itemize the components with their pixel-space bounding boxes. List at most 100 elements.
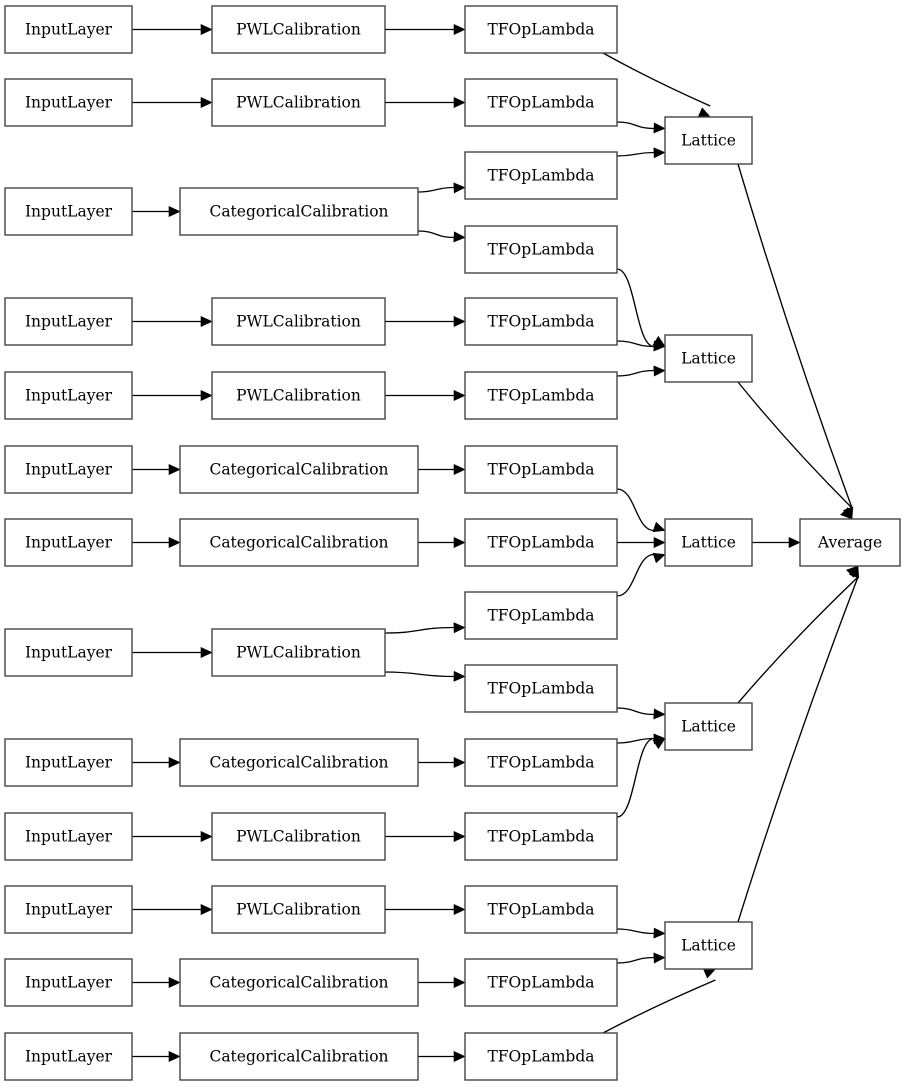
node-tfoplambda-op7[interactable]: TFOpLambda — [464, 445, 618, 494]
arrow-head-icon — [453, 977, 466, 988]
node-inputlayer-in13[interactable]: InputLayer — [4, 1032, 133, 1081]
node-inputlayer-in4[interactable]: InputLayer — [4, 297, 133, 346]
edge-cal4-to-op5 — [385, 316, 466, 327]
node-categoricalcalibration-cal6[interactable]: CategoricalCalibration — [179, 445, 419, 494]
node-pwlcalibration-cal1[interactable]: PWLCalibration — [211, 5, 386, 54]
node-pwlcalibration-cal11[interactable]: PWLCalibration — [211, 885, 386, 934]
edge-op3-to-lat1 — [616, 147, 666, 159]
node-box — [664, 921, 753, 970]
node-label: PWLCalibration — [236, 313, 361, 331]
edge-cal8-to-op10 — [384, 670, 466, 682]
node-tfoplambda-op1[interactable]: TFOpLambda — [464, 5, 618, 54]
node-label: InputLayer — [25, 534, 113, 552]
node-box — [464, 664, 618, 713]
node-inputlayer-in5[interactable]: InputLayer — [4, 371, 133, 420]
node-pwlcalibration-cal10[interactable]: PWLCalibration — [211, 812, 386, 861]
node-box — [211, 78, 386, 127]
node-inputlayer-in12[interactable]: InputLayer — [4, 958, 133, 1007]
node-tfoplambda-op8[interactable]: TFOpLambda — [464, 518, 618, 567]
node-label: PWLCalibration — [236, 94, 361, 112]
arrow-head-icon — [848, 565, 860, 579]
arrow-head-icon — [453, 831, 466, 842]
node-tfoplambda-op13[interactable]: TFOpLambda — [464, 885, 618, 934]
edge-line — [616, 369, 655, 377]
node-tfoplambda-op15[interactable]: TFOpLambda — [464, 1032, 618, 1081]
node-label: InputLayer — [25, 901, 113, 919]
node-tfoplambda-op6[interactable]: TFOpLambda — [464, 371, 618, 420]
edge-in10-to-cal10 — [132, 831, 213, 842]
edge-op12-to-lat4 — [616, 737, 666, 818]
node-box — [664, 334, 753, 383]
node-label: TFOpLambda — [487, 241, 594, 259]
node-box — [179, 518, 419, 567]
edge-op10-to-lat4 — [616, 707, 666, 720]
node-inputlayer-in8[interactable]: InputLayer — [4, 628, 133, 677]
node-box — [211, 5, 386, 54]
node-label: TFOpLambda — [487, 534, 594, 552]
node-categoricalcalibration-cal7[interactable]: CategoricalCalibration — [179, 518, 419, 567]
node-pwlcalibration-cal5[interactable]: PWLCalibration — [211, 371, 386, 420]
node-lattice-lat1[interactable]: Lattice — [664, 116, 753, 165]
node-lattice-lat4[interactable]: Lattice — [664, 702, 753, 751]
node-inputlayer-in11[interactable]: InputLayer — [4, 885, 133, 934]
node-tfoplambda-op11[interactable]: TFOpLambda — [464, 738, 618, 787]
node-tfoplambda-op10[interactable]: TFOpLambda — [464, 664, 618, 713]
node-tfoplambda-op14[interactable]: TFOpLambda — [464, 958, 618, 1007]
node-label: CategoricalCalibration — [209, 203, 388, 221]
node-inputlayer-in9[interactable]: InputLayer — [4, 738, 133, 787]
node-label: TFOpLambda — [487, 1048, 594, 1066]
node-box — [464, 225, 618, 274]
edge-cal11-to-op13 — [385, 904, 466, 915]
node-box — [4, 812, 133, 861]
node-pwlcalibration-cal8[interactable]: PWLCalibration — [211, 628, 386, 677]
node-label: InputLayer — [25, 1048, 113, 1066]
node-lattice-lat3[interactable]: Lattice — [664, 518, 753, 567]
node-inputlayer-in7[interactable]: InputLayer — [4, 518, 133, 567]
node-tfoplambda-op3[interactable]: TFOpLambda — [464, 151, 618, 200]
node-tfoplambda-op5[interactable]: TFOpLambda — [464, 297, 618, 346]
node-inputlayer-in3[interactable]: InputLayer — [4, 187, 133, 236]
arrow-head-icon — [200, 316, 213, 327]
node-tfoplambda-op4[interactable]: TFOpLambda — [464, 225, 618, 274]
arrow-head-icon — [168, 757, 181, 768]
edge-op9-to-lat3 — [616, 552, 666, 597]
node-pwlcalibration-cal4[interactable]: PWLCalibration — [211, 297, 386, 346]
node-tfoplambda-op9[interactable]: TFOpLambda — [464, 591, 618, 640]
node-categoricalcalibration-cal9[interactable]: CategoricalCalibration — [179, 738, 419, 787]
node-lattice-lat2[interactable]: Lattice — [664, 334, 753, 383]
edge-cal2-to-op2 — [385, 97, 466, 108]
node-pwlcalibration-cal2[interactable]: PWLCalibration — [211, 78, 386, 127]
node-lattice-lat5[interactable]: Lattice — [664, 921, 753, 970]
node-inputlayer-in1[interactable]: InputLayer — [4, 5, 133, 54]
node-tfoplambda-op2[interactable]: TFOpLambda — [464, 78, 618, 127]
node-average-avg[interactable]: Average — [799, 518, 901, 567]
node-label: TFOpLambda — [487, 167, 594, 185]
edge-line — [384, 626, 455, 634]
arrow-head-icon — [453, 24, 466, 35]
arrow-head-icon — [168, 977, 181, 988]
edge-line — [616, 488, 655, 532]
node-box — [664, 702, 753, 751]
node-tfoplambda-op12[interactable]: TFOpLambda — [464, 812, 618, 861]
node-box — [464, 1032, 618, 1081]
node-inputlayer-in10[interactable]: InputLayer — [4, 812, 133, 861]
edge-line — [616, 268, 655, 348]
node-inputlayer-in2[interactable]: InputLayer — [4, 78, 133, 127]
arrow-head-icon — [840, 507, 853, 520]
arrow-head-icon — [453, 97, 466, 108]
edge-op5-to-lat2 — [616, 340, 666, 352]
edge-line — [602, 979, 716, 1034]
node-label: TFOpLambda — [487, 754, 594, 772]
edge-lat4-to-avg — [737, 565, 859, 704]
node-label: InputLayer — [25, 461, 113, 479]
arrow-head-icon — [200, 97, 213, 108]
edge-lat1-to-avg — [737, 163, 854, 520]
node-box — [211, 628, 386, 677]
node-inputlayer-in6[interactable]: InputLayer — [4, 445, 133, 494]
node-categoricalcalibration-cal3[interactable]: CategoricalCalibration — [179, 187, 419, 236]
node-label: TFOpLambda — [487, 461, 594, 479]
node-categoricalcalibration-cal13[interactable]: CategoricalCalibration — [179, 1032, 419, 1081]
arrow-head-icon — [653, 122, 666, 134]
node-categoricalcalibration-cal12[interactable]: CategoricalCalibration — [179, 958, 419, 1007]
